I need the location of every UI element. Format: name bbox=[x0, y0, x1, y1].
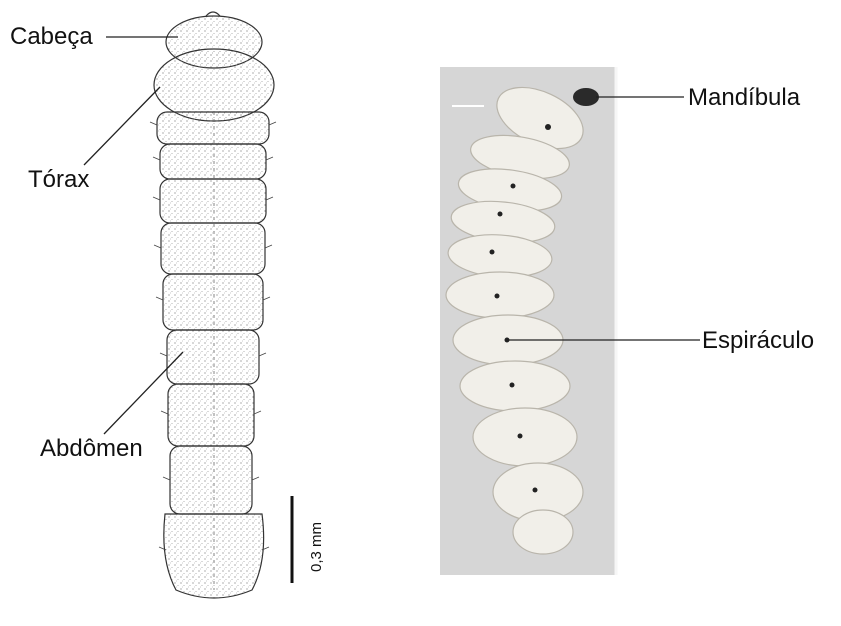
label-mandibula: Mandíbula bbox=[688, 86, 800, 110]
drawing-segments bbox=[157, 112, 269, 598]
scale-bar-label: 0,3 mm bbox=[308, 522, 325, 572]
leader-torax bbox=[84, 87, 160, 165]
photo-mandible bbox=[573, 88, 599, 106]
label-espiraculo: Espiráculo bbox=[702, 329, 814, 353]
drawing-thorax bbox=[154, 49, 274, 121]
label-abdomen: Abdômen bbox=[40, 437, 143, 461]
larva-photo bbox=[440, 67, 616, 575]
label-torax: Tórax bbox=[28, 168, 89, 192]
label-cabeca: Cabeça bbox=[10, 25, 93, 49]
larva-drawing bbox=[150, 12, 276, 598]
